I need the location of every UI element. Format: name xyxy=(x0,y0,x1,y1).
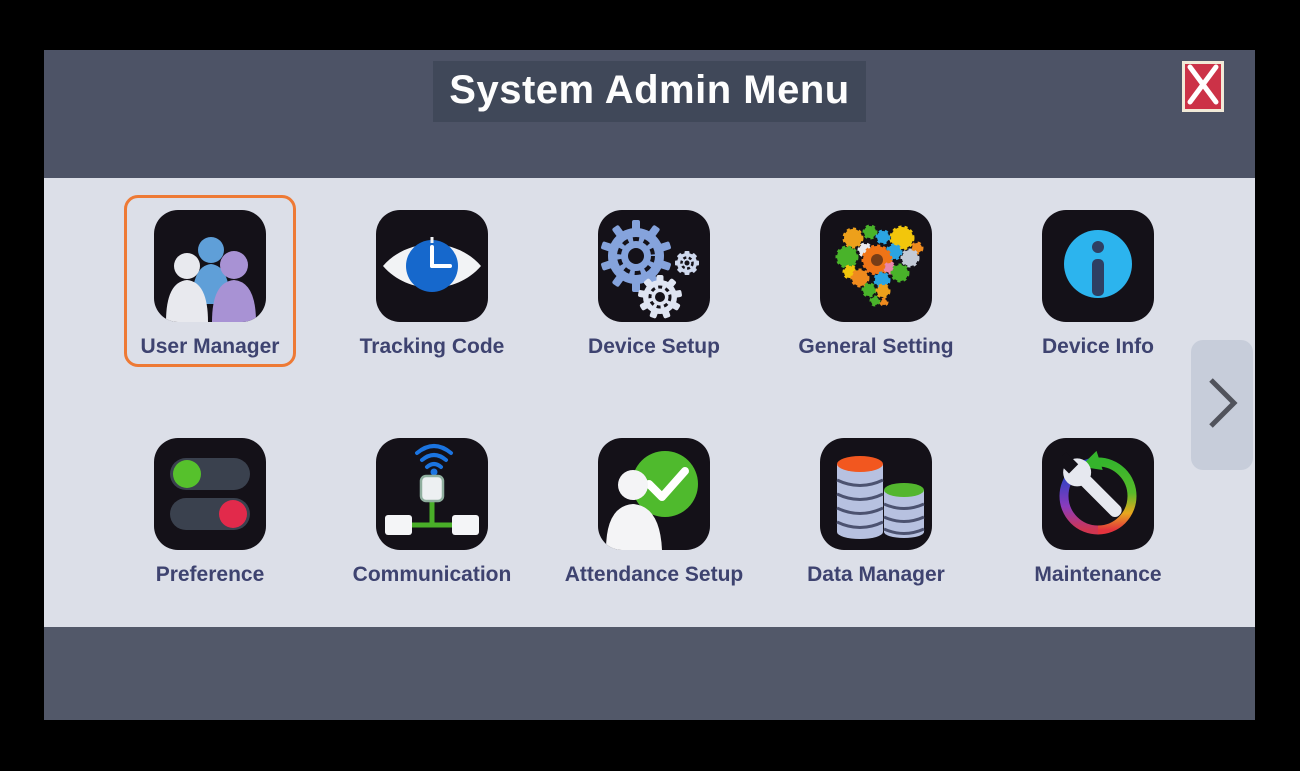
close-x-icon xyxy=(1186,63,1220,111)
menu-row-2: Preference xyxy=(99,423,1209,595)
menu-grid: User Manager Tracking Code xyxy=(44,178,1255,627)
menu-item-user-manager[interactable]: User Manager xyxy=(123,195,297,367)
next-page-button[interactable] xyxy=(1191,340,1253,470)
menu-item-device-info[interactable]: Device Info xyxy=(1025,195,1171,367)
menu-item-tracking-code[interactable]: Tracking Code xyxy=(343,195,522,367)
menu-item-label: Attendance Setup xyxy=(564,563,744,586)
menu-item-device-setup[interactable]: Device Setup xyxy=(571,195,737,367)
users-icon xyxy=(153,210,266,322)
menu-item-label: General Setting xyxy=(798,335,954,358)
gear-heart-icon xyxy=(819,210,932,322)
menu-item-label: Device Info xyxy=(1041,335,1155,358)
menu-row-1: User Manager Tracking Code xyxy=(99,178,1209,367)
menu-item-label: Communication xyxy=(352,563,512,586)
menu-item-maintenance[interactable]: Maintenance xyxy=(1017,423,1178,595)
menu-item-attendance-setup[interactable]: Attendance Setup xyxy=(548,423,761,595)
close-button[interactable] xyxy=(1182,61,1224,112)
menu-item-label: Tracking Code xyxy=(359,335,505,358)
menu-item-label: Preference xyxy=(155,563,265,586)
titlebar: System Admin Menu xyxy=(44,50,1255,178)
database-icon xyxy=(820,438,932,550)
menu-item-label: Maintenance xyxy=(1034,563,1162,586)
info-icon xyxy=(1041,210,1154,322)
toggles-icon xyxy=(154,438,266,550)
page-title: System Admin Menu xyxy=(433,61,866,122)
network-wifi-icon xyxy=(375,438,488,550)
menu-item-preference[interactable]: Preference xyxy=(137,423,283,595)
eye-clock-icon xyxy=(375,210,488,322)
wrench-refresh-icon xyxy=(1041,438,1154,550)
device-screen: System Admin Menu xyxy=(44,50,1255,720)
footer-bar xyxy=(44,627,1255,720)
menu-item-data-manager[interactable]: Data Manager xyxy=(790,423,962,595)
menu-item-communication[interactable]: Communication xyxy=(336,423,529,595)
menu-item-general-setting[interactable]: General Setting xyxy=(781,195,970,367)
menu-item-label: User Manager xyxy=(140,335,280,358)
menu-item-label: Data Manager xyxy=(807,563,945,586)
chevron-right-icon xyxy=(1201,370,1243,441)
gears-icon xyxy=(597,210,710,322)
menu-item-label: Device Setup xyxy=(588,335,720,358)
person-check-icon xyxy=(598,438,710,550)
